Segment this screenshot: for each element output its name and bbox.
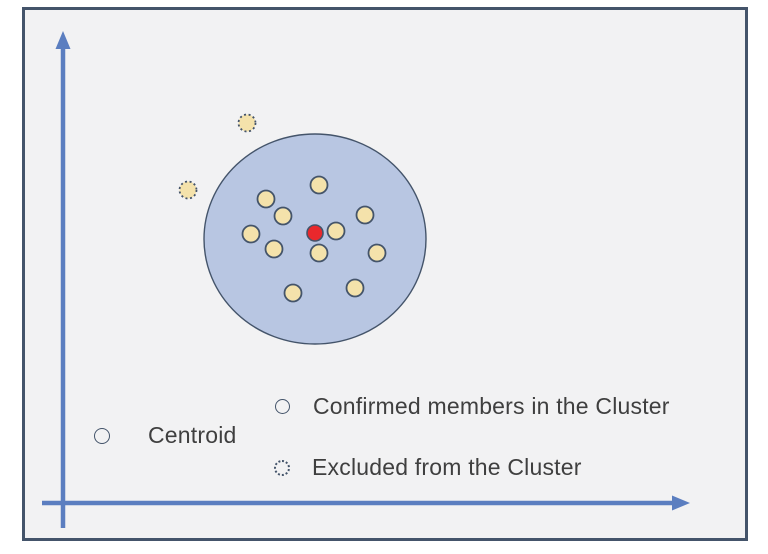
excluded-member-point: [178, 180, 198, 200]
legend-item-centroid: Centroid: [94, 424, 237, 447]
confirmed-member-point: [273, 206, 293, 226]
confirmed-member-swatch-icon: [275, 399, 290, 414]
confirmed-member-point: [241, 224, 261, 244]
legend-excluded-label: Excluded from the Cluster: [312, 454, 582, 480]
excluded-member-point: [237, 113, 257, 133]
confirmed-member-point: [264, 239, 284, 259]
y-axis-arrowhead-icon: [55, 31, 71, 49]
confirmed-member-point: [256, 189, 276, 209]
confirmed-member-point: [309, 175, 329, 195]
excluded-member-swatch-icon: [274, 459, 290, 476]
legend-confirmed-label: Confirmed members in the Cluster: [313, 393, 670, 419]
confirmed-member-point: [345, 278, 365, 298]
legend-item-confirmed: Confirmed members in the Cluster: [275, 395, 670, 418]
centroid-point: [306, 224, 324, 242]
legend-centroid-label: Centroid: [148, 422, 237, 448]
confirmed-member-point: [367, 243, 387, 263]
legend-item-excluded: Excluded from the Cluster: [274, 456, 582, 479]
centroid-swatch-icon: [94, 427, 110, 444]
confirmed-member-point: [283, 283, 303, 303]
confirmed-member-point: [355, 205, 375, 225]
x-axis-arrowhead-icon: [672, 495, 690, 511]
confirmed-member-point: [309, 243, 329, 263]
confirmed-member-point: [326, 221, 346, 241]
